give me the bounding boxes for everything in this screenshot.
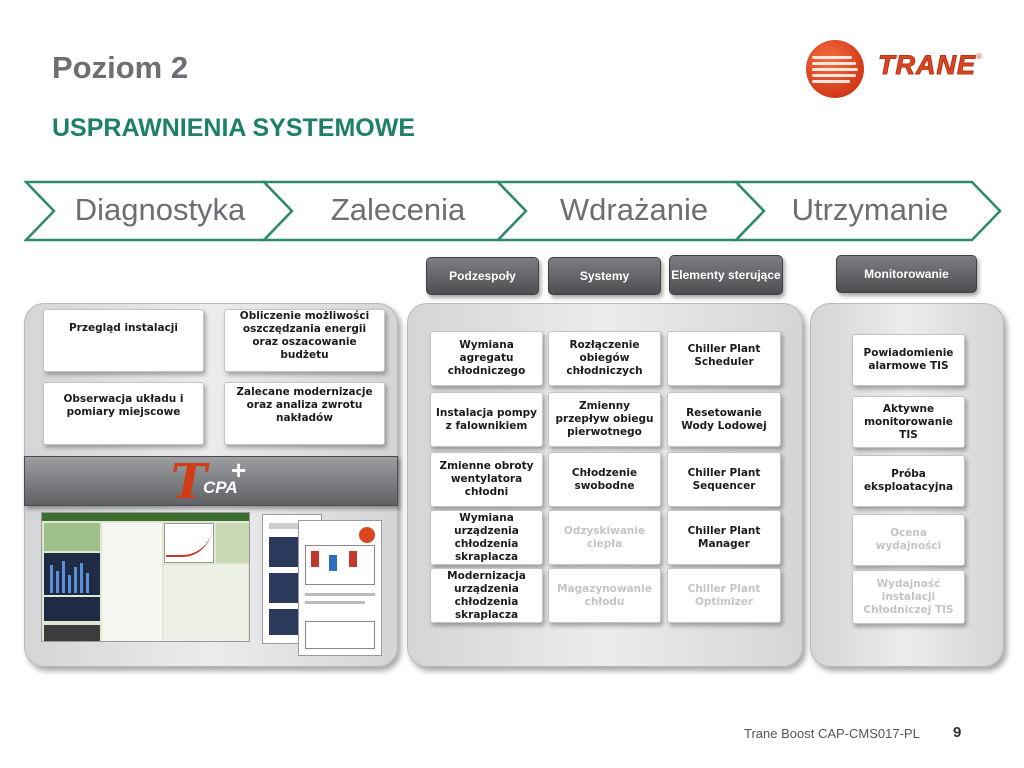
card-resetowanie-wody: Resetowanie Wody Lodowej [667, 392, 781, 447]
tcpa-logo-plus: + [231, 455, 247, 485]
step-utrzymanie: Utrzymanie [791, 192, 949, 227]
tab-systemy: Systemy [548, 257, 661, 295]
chevron-outlines [24, 180, 1002, 242]
tcpa-logo-letter: T [171, 454, 207, 510]
trane-logo: TRANE ® [806, 40, 986, 98]
process-chevrons: Diagnostyka Zalecenia Wdrażanie Utrzyman… [24, 180, 1004, 242]
card-modernizacja-urzadzenia: Modernizacja urządzenia chłodzenia skrap… [430, 568, 543, 623]
card-wydajnosc-instalacji: Wydajność instalacji Chłodniczej TIS [852, 570, 965, 624]
tcpa-logo-text: CPA [203, 478, 238, 497]
card-wymiana-urzadzenia: Wymiana urządzenia chłodzenia skraplacza [430, 510, 543, 565]
card-obserwacja-ukladu: Obserwacja układu i pomiary miejscowe [43, 382, 204, 445]
card-rozlaczenie-obiegow: Rozłączenie obiegów chłodniczych [548, 331, 661, 386]
step-zalecenia: Zalecenia [330, 192, 466, 227]
card-powiadomienie-alarmowe: Powiadomienie alarmowe TIS [852, 334, 965, 386]
card-zalecane-modernizacje: Zalecane modernizacje oraz analiza zwrot… [224, 382, 385, 445]
trane-registered-mark: ® [976, 52, 982, 61]
step-wdrazanie: Wdrażanie [559, 192, 709, 227]
card-aktywne-monitorowanie: Aktywne monitorowanie TIS [852, 396, 965, 448]
card-chlodzenie-swobodne: Chłodzenie swobodne [548, 452, 661, 507]
tab-elementy-sterujace: Elementy sterujące [669, 255, 783, 295]
card-odzyskiwanie-ciepla: Odzyskiwanie ciepła [548, 510, 661, 565]
page-title: Poziom 2 [52, 50, 189, 85]
tcpa-tool-banner: T CPA + [24, 454, 398, 510]
card-wymiana-agregatu: Wymiana agregatu chłodniczego [430, 331, 543, 386]
tab-podzespoly: Podzespoły [426, 257, 539, 295]
report-page-thumbnail-2 [298, 520, 382, 656]
trane-wordmark: TRANE [878, 50, 976, 81]
card-chiller-plant-scheduler: Chiller Plant Scheduler [667, 331, 781, 386]
spreadsheet-screenshot-thumbnail [41, 512, 250, 642]
card-chiller-plant-manager: Chiller Plant Manager [667, 510, 781, 565]
card-obliczenie-oszczednosci: Obliczenie możliwości oszczędzania energ… [224, 309, 385, 372]
page-number: 9 [953, 724, 962, 741]
page-subtitle: USPRAWNIENIA SYSTEMOWE [52, 114, 415, 142]
card-przeglad-instalacji: Przegląd instalacji [43, 309, 204, 372]
card-instalacja-pompy: Instalacja pompy z falownikiem [430, 392, 543, 447]
step-diagnostyka: Diagnostyka [74, 192, 246, 227]
tab-monitorowanie: Monitorowanie [836, 255, 977, 293]
card-chiller-plant-sequencer: Chiller Plant Sequencer [667, 452, 781, 507]
card-zmienne-obroty: Zmienne obroty wentylatora chłodni [430, 452, 543, 507]
trane-logo-disc [806, 40, 864, 98]
card-ocena-wydajnosci: Ocena wydajności [852, 514, 965, 566]
footer-text: Trane Boost CAP-CMS017-PL [744, 726, 920, 741]
card-proba-eksploatacyjna: Próba eksploatacyjna [852, 455, 965, 507]
card-magazynowanie-chlodu: Magazynowanie chłodu [548, 568, 661, 623]
card-zmienny-przeplyw: Zmienny przepływ obiegu pierwotnego [548, 392, 661, 447]
card-chiller-plant-optimizer: Chiller Plant Optimizer [667, 568, 781, 623]
